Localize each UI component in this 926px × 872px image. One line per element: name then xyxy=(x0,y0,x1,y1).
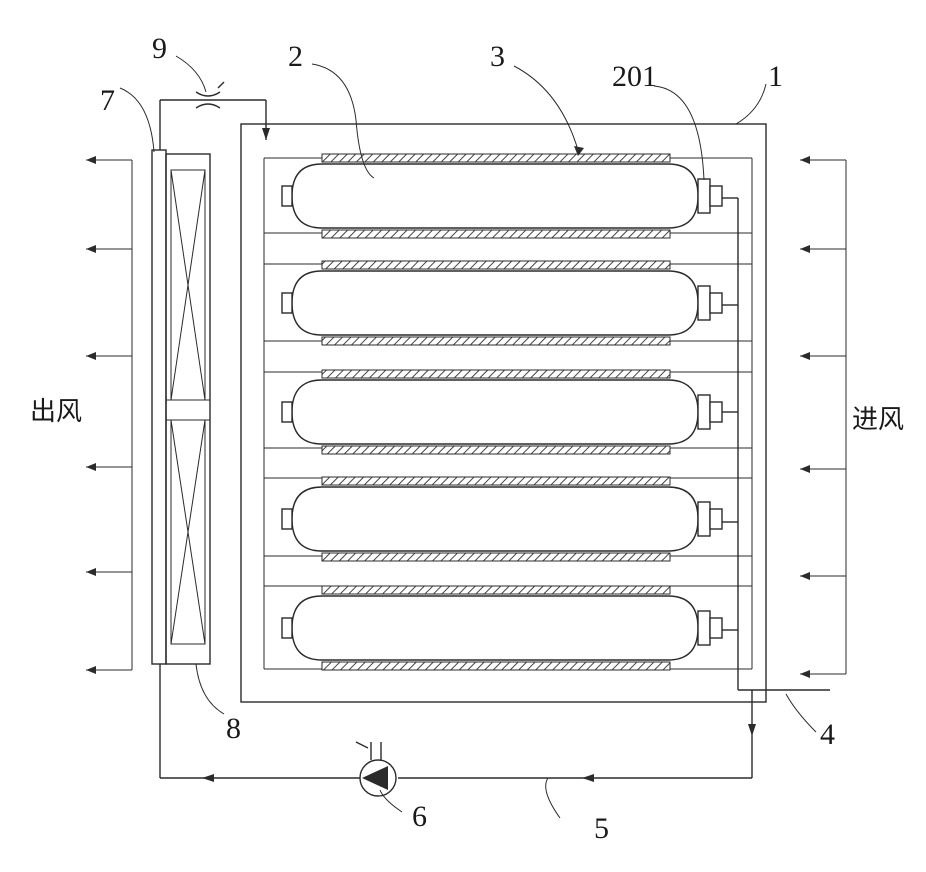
insulation-pad xyxy=(322,230,670,238)
label-7: 7 xyxy=(100,84,115,117)
tank-neck-left xyxy=(282,618,292,638)
insulation-pad xyxy=(322,477,670,485)
label-6: 6 xyxy=(412,800,427,833)
tank-valve-cap xyxy=(710,402,722,422)
label-9: 9 xyxy=(152,32,167,65)
tank-valve xyxy=(698,179,710,213)
return-pipe xyxy=(160,664,756,782)
insulation-pad xyxy=(322,586,670,594)
insulation-pad xyxy=(322,553,670,561)
insulation-pad xyxy=(322,261,670,269)
tank-group xyxy=(282,154,722,670)
insulation-pad xyxy=(322,446,670,454)
tank-neck-left xyxy=(282,293,292,313)
tank-body xyxy=(292,380,698,444)
air-out-label: 出风 xyxy=(30,397,82,427)
tank-valve-cap xyxy=(710,509,722,529)
tank-valve xyxy=(698,502,710,536)
top-pipe xyxy=(160,82,270,150)
label-201: 201 xyxy=(612,60,657,93)
tank-valve-cap xyxy=(710,618,722,638)
tank-body xyxy=(292,596,698,660)
exchanger xyxy=(152,150,210,664)
outlet-air-arrows xyxy=(86,156,132,674)
tank xyxy=(282,154,722,238)
tank-body xyxy=(292,271,698,335)
label-4: 4 xyxy=(820,718,835,751)
tank xyxy=(282,477,722,561)
tank-valve-cap xyxy=(710,293,722,313)
tank xyxy=(282,586,722,670)
label-5: 5 xyxy=(594,812,609,845)
tank-valve xyxy=(698,286,710,320)
insulation-pad xyxy=(322,662,670,670)
tank xyxy=(282,261,722,345)
tank-valve-cap xyxy=(710,186,722,206)
air-in-label: 进风 xyxy=(852,405,904,435)
tank xyxy=(282,370,722,454)
label-1: 1 xyxy=(768,60,783,93)
tank-body xyxy=(292,487,698,551)
tank-valve xyxy=(698,611,710,645)
tank-body xyxy=(292,164,698,228)
tank-neck-left xyxy=(282,186,292,206)
tank-neck-left xyxy=(282,402,292,422)
tank-neck-left xyxy=(282,509,292,529)
manifold xyxy=(722,198,830,690)
insulation-pad xyxy=(322,337,670,345)
label-3: 3 xyxy=(490,40,505,73)
label-8: 8 xyxy=(226,712,241,745)
insulation-pad xyxy=(322,370,670,378)
inlet-air-arrows xyxy=(800,156,846,678)
tank-valve xyxy=(698,395,710,429)
label-2: 2 xyxy=(288,40,303,73)
pump-symbol xyxy=(356,742,396,796)
insulation-pad xyxy=(322,154,670,162)
